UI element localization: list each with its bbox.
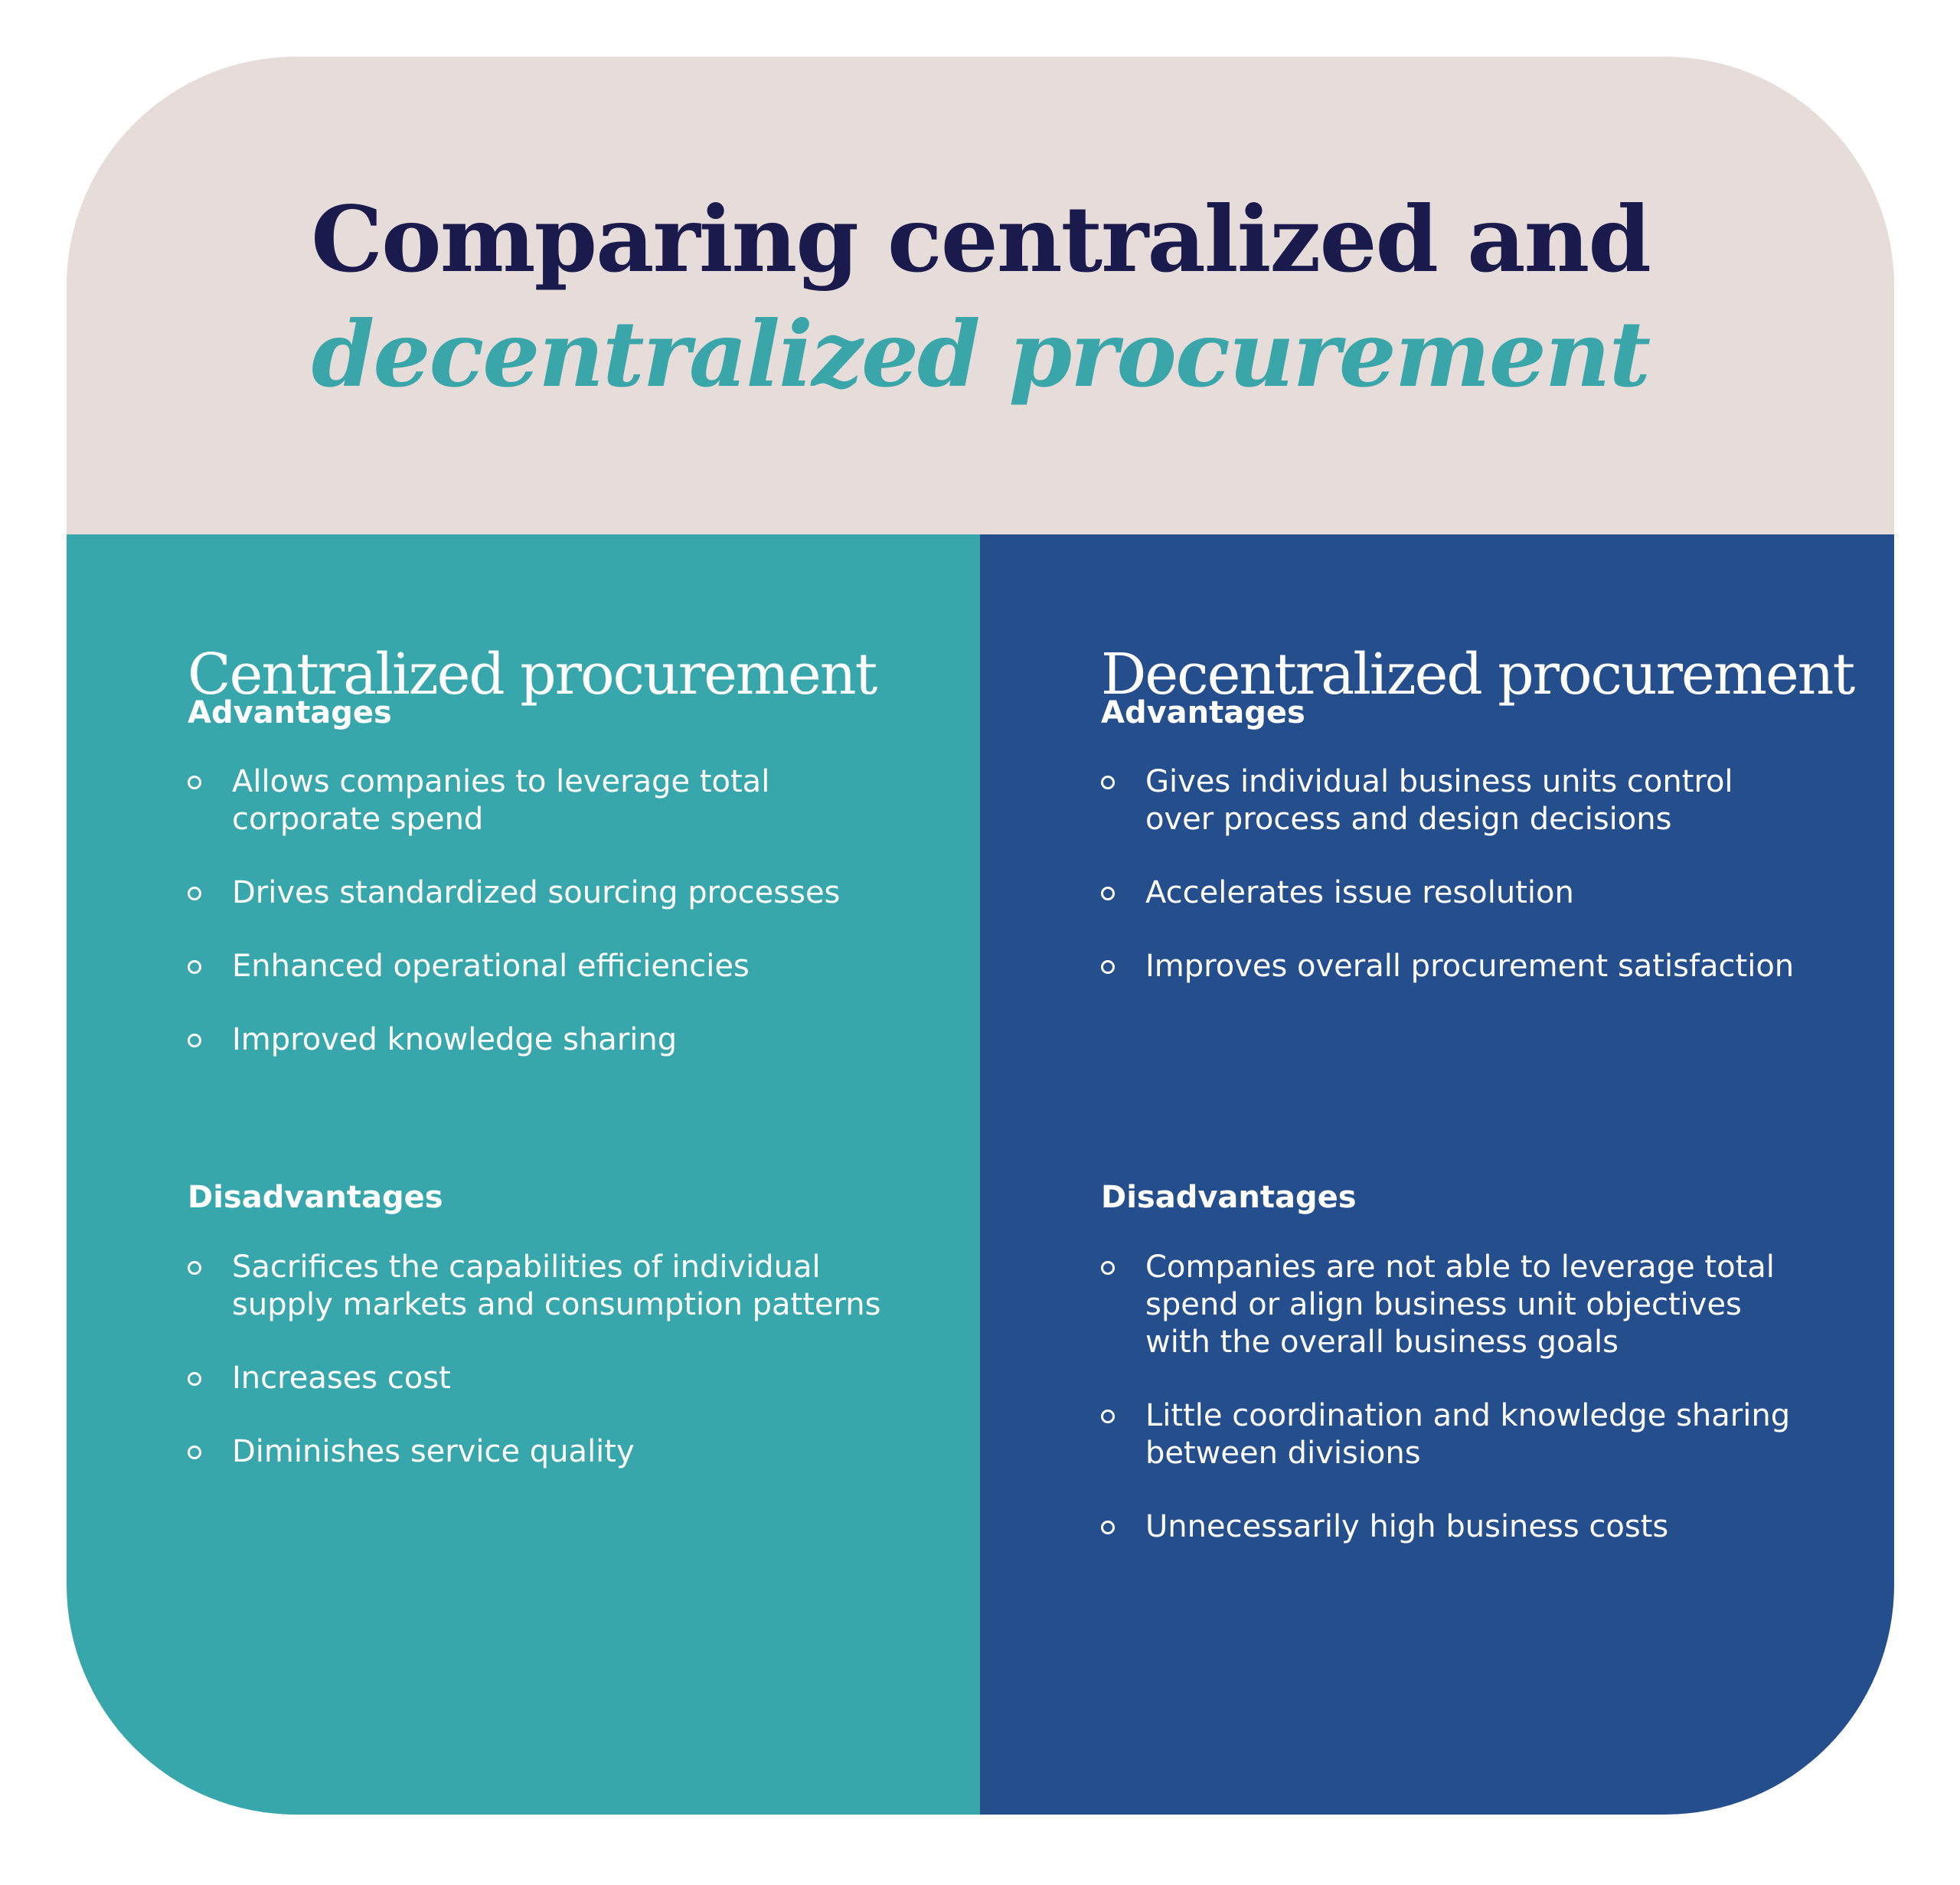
bullet-icon: [1101, 1521, 1115, 1534]
bullet-icon: [1101, 960, 1115, 974]
bullet-icon: [1101, 887, 1115, 900]
bullet-icon: [188, 1261, 201, 1275]
bullet-icon: [188, 1372, 201, 1386]
list-item-text: Little coordination and knowledge sharin…: [1145, 1398, 1791, 1471]
decentralized-advantages-label: Advantages: [1101, 695, 1305, 730]
page-title: Comparing centralized and decentralized …: [67, 182, 1894, 412]
bullet-icon: [1101, 1261, 1115, 1275]
list-item-text: Companies are not able to leverage total…: [1145, 1250, 1775, 1360]
list-item: Unnecessarily high business costs: [1101, 1508, 1805, 1546]
title-line-2: decentralized procurement: [311, 301, 1651, 407]
centralized-disadvantages-label: Disadvantages: [188, 1180, 443, 1215]
list-item: Allows companies to leverage total corpo…: [188, 763, 892, 838]
list-item-text: Unnecessarily high business costs: [1145, 1509, 1669, 1544]
list-item: Sacrifices the capabilities of individua…: [188, 1249, 892, 1324]
list-item-text: Improves overall procurement satisfactio…: [1145, 949, 1795, 984]
title-line-1: Comparing centralized and: [311, 186, 1651, 292]
list-item-text: Drives standardized sourcing processes: [232, 875, 841, 910]
centralized-panel: Centralized procurement Advantages Allow…: [67, 534, 980, 1815]
bullet-icon: [188, 960, 201, 974]
centralized-advantages-label: Advantages: [188, 695, 392, 730]
decentralized-title: Decentralized procurement: [1101, 642, 1855, 707]
bullet-icon: [188, 887, 201, 900]
list-item: Enhanced operational efficiencies: [188, 948, 892, 985]
bullet-icon: [1101, 1410, 1115, 1423]
list-item: Diminishes service quality: [188, 1433, 892, 1471]
list-item-text: Enhanced operational efficiencies: [232, 949, 750, 984]
list-item: Little coordination and knowledge sharin…: [1101, 1397, 1805, 1472]
bullet-icon: [1101, 776, 1115, 789]
centralized-advantages-list: Allows companies to leverage total corpo…: [188, 763, 892, 1095]
list-item: Improved knowledge sharing: [188, 1021, 892, 1059]
list-item-text: Improved knowledge sharing: [232, 1022, 678, 1057]
list-item-text: Increases cost: [232, 1361, 451, 1396]
list-item: Companies are not able to leverage total…: [1101, 1249, 1805, 1361]
list-item: Improves overall procurement satisfactio…: [1101, 948, 1805, 985]
bullet-icon: [188, 1034, 201, 1047]
centralized-title: Centralized procurement: [188, 642, 877, 707]
bullet-icon: [188, 1446, 201, 1459]
bullet-icon: [188, 776, 201, 789]
list-item-text: Diminishes service quality: [232, 1434, 635, 1469]
list-item: Drives standardized sourcing processes: [188, 874, 892, 912]
decentralized-disadvantages-label: Disadvantages: [1101, 1180, 1357, 1215]
decentralized-disadvantages-list: Companies are not able to leverage total…: [1101, 1249, 1805, 1582]
list-item: Accelerates issue resolution: [1101, 874, 1805, 912]
decentralized-panel: Decentralized procurement Advantages Giv…: [980, 534, 1894, 1815]
comparison-card: Comparing centralized and decentralized …: [67, 57, 1894, 1815]
list-item: Increases cost: [188, 1360, 892, 1397]
decentralized-advantages-list: Gives individual business units control …: [1101, 763, 1805, 1021]
list-item-text: Sacrifices the capabilities of individua…: [232, 1250, 881, 1322]
list-item: Gives individual business units control …: [1101, 763, 1805, 838]
centralized-disadvantages-list: Sacrifices the capabilities of individua…: [188, 1249, 892, 1507]
header-band: Comparing centralized and decentralized …: [67, 57, 1894, 534]
list-item-text: Gives individual business units control …: [1145, 764, 1733, 837]
list-item-text: Allows companies to leverage total corpo…: [232, 764, 770, 837]
list-item-text: Accelerates issue resolution: [1145, 875, 1574, 910]
